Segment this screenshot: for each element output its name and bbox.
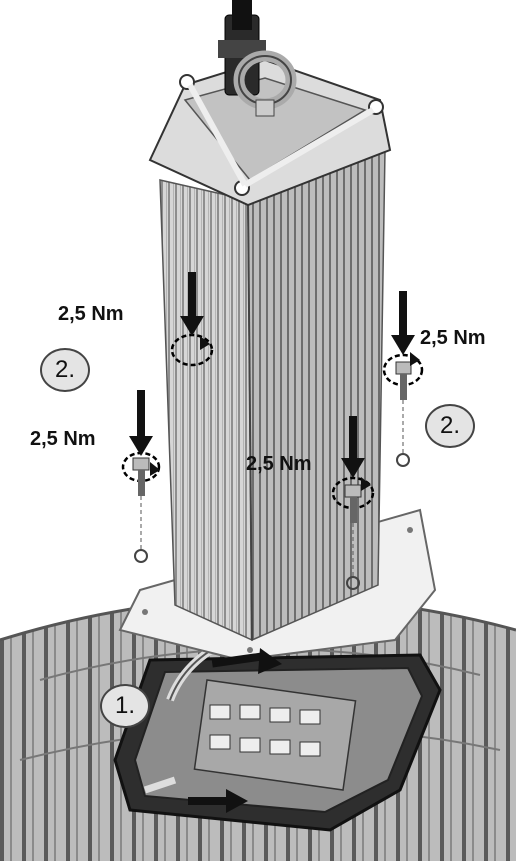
arrow-right-upper: [211, 648, 282, 674]
arrow-down-right: [391, 291, 415, 355]
torque-label-right: 2,5 Nm: [420, 327, 486, 349]
arrow-right-lower: [188, 789, 248, 813]
step-badge-2-left: 2.: [40, 348, 90, 392]
torque-label-center-top: 2,5 Nm: [58, 303, 124, 325]
eye-bolt: [233, 50, 297, 117]
terminal-block: [209, 704, 321, 757]
arrow-down-center-bottom: [341, 416, 365, 478]
rotation-marker: [361, 477, 371, 491]
step-badge-1: 1.: [100, 684, 150, 728]
torque-label-center-bottom: 2,5 Nm: [246, 453, 312, 475]
step-badge-2-right: 2.: [425, 404, 475, 448]
heatsink-body: [159, 148, 386, 642]
arrow-down-left: [129, 390, 153, 456]
rotation-marker: [200, 336, 210, 350]
screw-right: [382, 353, 424, 467]
arrow-down-center-top: [180, 272, 204, 336]
screw-left: [121, 451, 161, 563]
torque-label-left: 2,5 Nm: [30, 428, 96, 450]
rotation-marker: [410, 352, 420, 366]
top-cap: [148, 58, 392, 207]
rotation-marker: [150, 462, 160, 476]
